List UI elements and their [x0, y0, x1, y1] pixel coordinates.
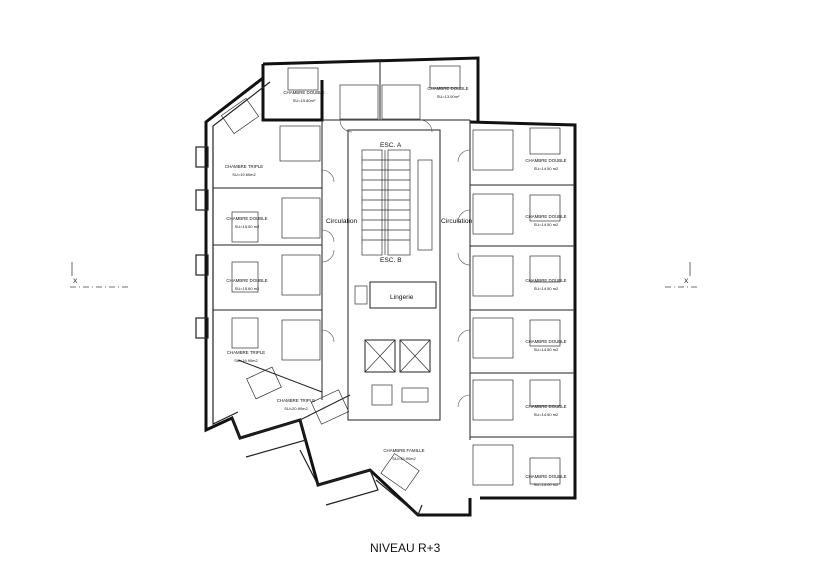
- svg-text:CHAMBRE DOUBLE: CHAMBRE DOUBLE: [525, 278, 566, 283]
- exterior-walls: [195, 56, 577, 517]
- room-label: CHAMBRE DOUBLE SU=15.50 m2: [226, 216, 267, 229]
- svg-text:SU=33.90m2: SU=33.90m2: [392, 456, 416, 461]
- room-label: CHAMBRE DOUBLE SU=14.50 m2: [525, 278, 566, 291]
- svg-text:SU=14.50 m2: SU=14.50 m2: [534, 347, 559, 352]
- room-label: CHAMBRE DOUBLE SU=14.50 m2: [525, 158, 566, 171]
- esc-a-label: ESC. A: [380, 142, 402, 149]
- room-label: CHAMBRE TRIPLE SU=20.90m2: [277, 398, 316, 411]
- svg-text:CHAMBRE TRIPLE: CHAMBRE TRIPLE: [225, 164, 264, 169]
- svg-text:CHAMBRE DOUBLE: CHAMBRE DOUBLE: [525, 214, 566, 219]
- svg-text:CHAMBRE DOUBLE: CHAMBRE DOUBLE: [226, 216, 267, 221]
- svg-text:CHAMBRE DOUBLE: CHAMBRE DOUBLE: [427, 86, 468, 91]
- svg-text:CHAMBRE DOUBLE: CHAMBRE DOUBLE: [525, 158, 566, 163]
- svg-text:SU=15.50 m2: SU=15.50 m2: [235, 224, 260, 229]
- circulation-label-right: Circulation: [441, 218, 472, 225]
- lingerie-label: Lingerie: [390, 294, 414, 301]
- svg-text:SU=15.60 m2: SU=15.60 m2: [235, 286, 260, 291]
- core-labels: Circulation Circulation ESC. A ESC. B Li…: [326, 142, 472, 301]
- room-labels: CHAMBRE DOUBLE SU=15.80m² CHAMBRE DOUBLE…: [225, 86, 567, 487]
- room-label: CHAMBRE TRIPLE SU=19.60m2: [225, 164, 264, 177]
- doors: [321, 119, 471, 408]
- svg-text:CHAMBRE TRIPLE: CHAMBRE TRIPLE: [227, 350, 266, 355]
- stair-flight: [361, 149, 411, 256]
- partitions: [213, 60, 575, 486]
- svg-text:SU=14.50 m2: SU=14.50 m2: [534, 166, 559, 171]
- svg-text:SU=15.80m²: SU=15.80m²: [293, 98, 316, 103]
- room-label: CHAMBRE DOUBLE SU=14.50 m2: [525, 339, 566, 352]
- room-label: CHAMBRE DOUBLE SU=15.60 m2: [226, 278, 267, 291]
- axis-marker-left: X: [73, 278, 78, 285]
- svg-text:CHAMBRE DOUBLE: CHAMBRE DOUBLE: [525, 339, 566, 344]
- svg-text:SU=14.50 m2: SU=14.50 m2: [534, 412, 559, 417]
- esc-b-label: ESC. B: [380, 257, 402, 264]
- room-label: CHAMBRE DOUBLE SU=15.80m²: [283, 90, 324, 103]
- svg-text:SU=13.00m²: SU=13.00m²: [437, 94, 460, 99]
- furniture: [220, 65, 561, 491]
- room-label: CHAMBRE DOUBLE SU=15.00 m2: [525, 474, 566, 487]
- svg-text:SU=19.90m2: SU=19.90m2: [234, 358, 258, 363]
- svg-text:CHAMBRE DOUBLE: CHAMBRE DOUBLE: [525, 474, 566, 479]
- circulation-label-left: Circulation: [326, 218, 357, 225]
- svg-text:CHAMBRE TRIPLE: CHAMBRE TRIPLE: [277, 398, 316, 403]
- section-axis: X X: [70, 262, 700, 288]
- room-label: CHAMBRE FAMILLE SU=33.90m2: [383, 448, 424, 461]
- svg-text:SU=14.50 m2: SU=14.50 m2: [534, 222, 559, 227]
- staircase-core: [354, 149, 437, 406]
- svg-text:SU=14.50 m2: SU=14.50 m2: [534, 286, 559, 291]
- room-label: CHAMBRE DOUBLE SU=13.00m²: [427, 86, 468, 99]
- svg-text:CHAMBRE DOUBLE: CHAMBRE DOUBLE: [283, 90, 324, 95]
- svg-text:CHAMBRE DOUBLE: CHAMBRE DOUBLE: [226, 278, 267, 283]
- axis-marker-right: X: [684, 278, 689, 285]
- svg-text:SU=20.90m2: SU=20.90m2: [284, 406, 308, 411]
- room-label: CHAMBRE TRIPLE SU=19.90m2: [227, 350, 266, 363]
- svg-text:CHAMBRE FAMILLE: CHAMBRE FAMILLE: [383, 448, 424, 453]
- room-label: CHAMBRE DOUBLE SU=14.50 m2: [525, 214, 566, 227]
- plan-title: NIVEAU R+3: [370, 541, 441, 555]
- svg-text:SU=19.60m2: SU=19.60m2: [232, 172, 256, 177]
- svg-text:SU=15.00 m2: SU=15.00 m2: [534, 482, 559, 487]
- svg-text:CHAMBRE DOUBLE: CHAMBRE DOUBLE: [525, 404, 566, 409]
- room-label: CHAMBRE DOUBLE SU=14.50 m2: [525, 404, 566, 417]
